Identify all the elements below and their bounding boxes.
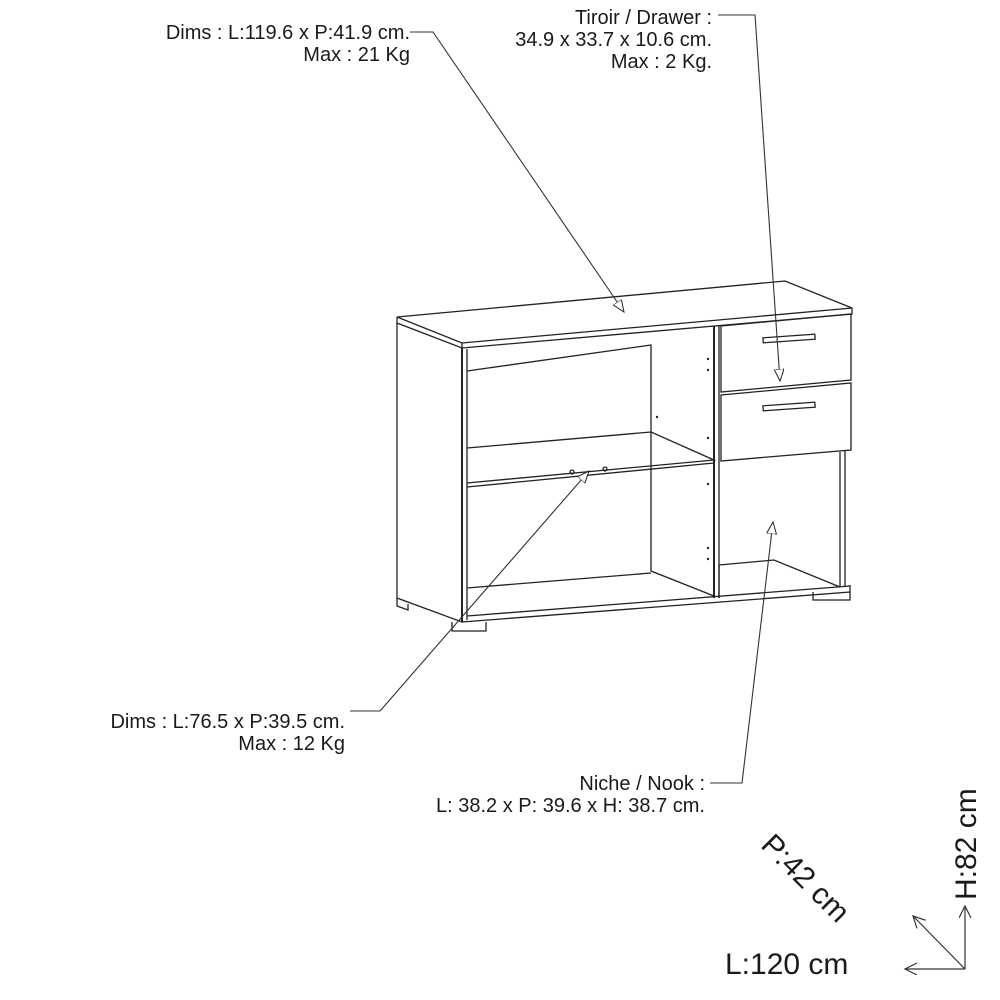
drawer-title: Tiroir / Drawer : [574,7,712,29]
shelf-dims: Dims : L:76.5 x P:39.5 cm. [110,711,345,733]
axis-arrows [905,906,965,969]
shelf-pin-holes [655,357,710,561]
shelf-callout: Dims : L:76.5 x P:39.5 cm. Max : 12 Kg [110,711,345,755]
drawer-callout: Tiroir / Drawer : 34.9 x 33.7 x 10.6 cm.… [515,7,712,73]
top-shelf-callout: Dims : L:119.6 x P:41.9 cm. Max : 21 Kg [166,22,410,66]
callout-leaders [350,14,780,784]
drawer-dims: 34.9 x 33.7 x 10.6 cm. [515,29,712,51]
top-max-load: Max : 21 Kg [303,44,410,66]
overall-height: H:82 cm [950,788,983,900]
shelf-max-load: Max : 12 Kg [238,733,345,755]
nook-title: Niche / Nook : [579,773,705,795]
top-dims: Dims : L:119.6 x P:41.9 cm. [165,22,410,44]
nook-dims: L: 38.2 x P: 39.6 x H: 38.7 cm. [435,795,705,817]
overall-length: L:120 cm [725,948,849,981]
cabinet-outline [396,280,853,632]
drawer-max-load: Max : 2 Kg. [610,51,712,73]
nook-callout: Niche / Nook : L: 38.2 x P: 39.6 x H: 38… [436,773,705,817]
